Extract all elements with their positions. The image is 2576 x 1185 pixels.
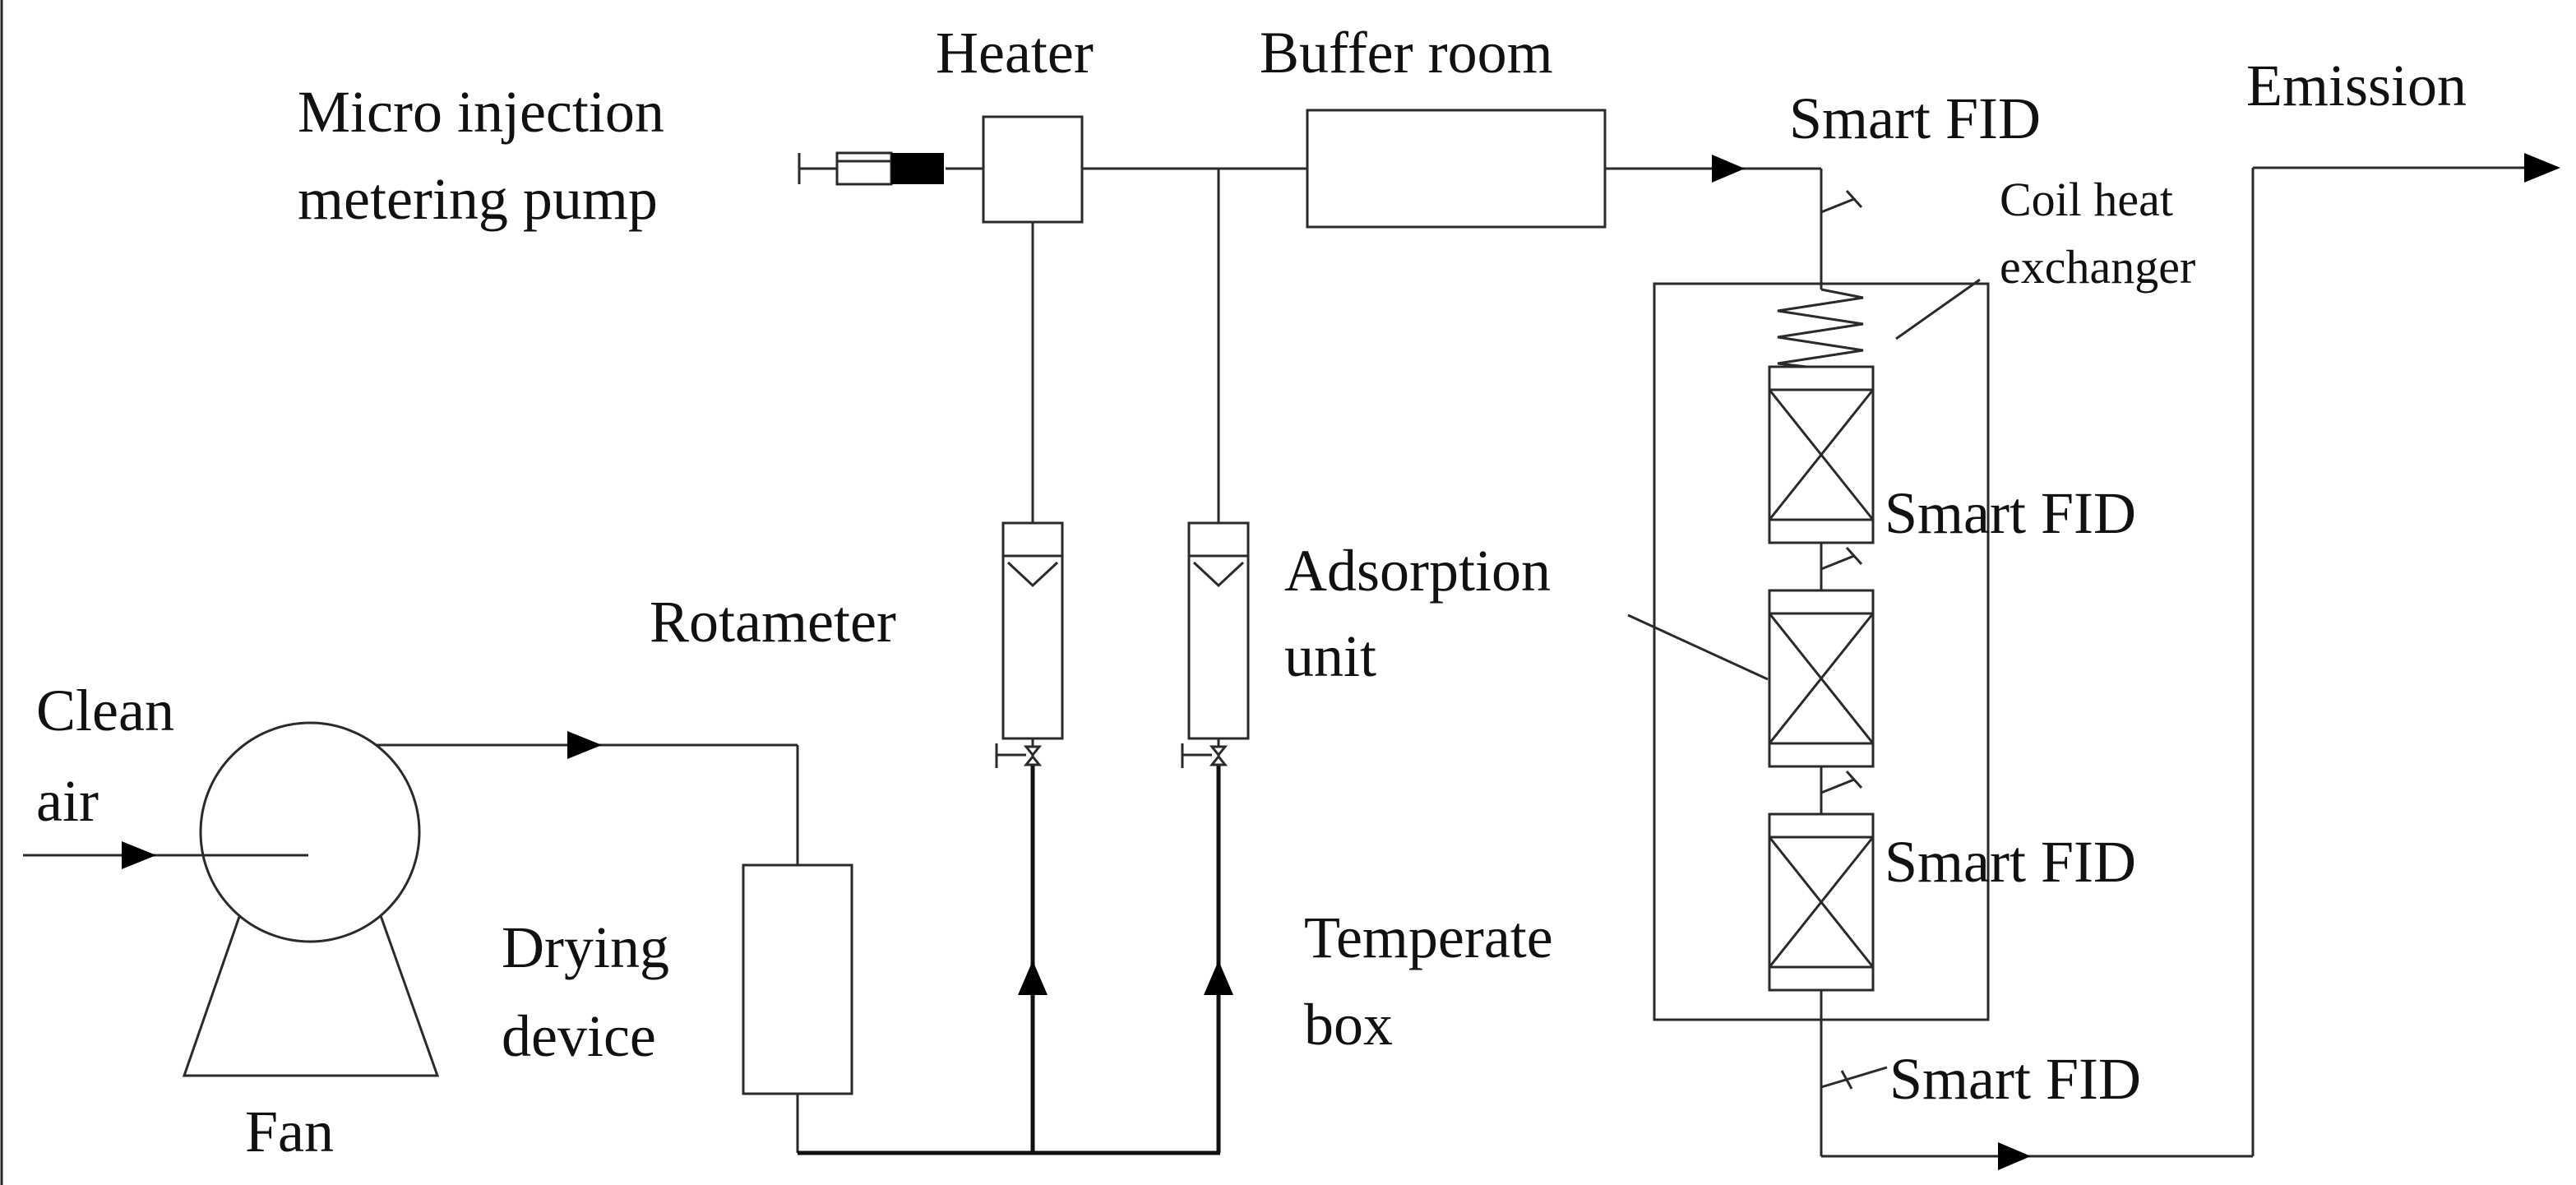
- drying-device-box: [742, 863, 853, 1095]
- arrow-fan-outlet: [567, 731, 602, 759]
- drying-label-line2: device: [502, 1003, 656, 1069]
- coil-heat-label-line1: Coil heat: [2000, 173, 2173, 226]
- rotameter-2: [1181, 521, 1250, 768]
- buffer-room-box: [1306, 109, 1607, 229]
- temperate-label-line1: Temperate: [1304, 905, 1553, 970]
- heater-box: [982, 115, 1084, 224]
- rotameter-1: [995, 521, 1064, 768]
- adsorption-column-2: [1768, 589, 1875, 768]
- arrow-to-smart-fid: [1712, 155, 1745, 183]
- sampling-port-mid-2: [1820, 770, 1863, 794]
- coil-heat-label-line2: exchanger: [2000, 240, 2195, 294]
- sampling-port-mid-1: [1820, 546, 1863, 571]
- clean-air-label-line2: air: [36, 768, 99, 834]
- drying-label-line1: Drying: [502, 914, 669, 980]
- arrow-emission: [2524, 153, 2560, 183]
- fan-icon: [182, 721, 440, 1077]
- coil-heat-exchanger-icon: [1777, 278, 1981, 370]
- temperate-label-line2: box: [1304, 992, 1393, 1058]
- adsorption-column-3: [1768, 812, 1875, 992]
- clean-air-label-line1: Clean: [36, 678, 174, 743]
- pump-plunger: [891, 153, 944, 184]
- syringe-pump-icon: [798, 151, 944, 186]
- smart-fid-2-label: Smart FID: [1885, 829, 2136, 895]
- arrow-bottom-right: [1998, 1142, 2031, 1170]
- smart-fid-1-label: Smart FID: [1885, 480, 2136, 546]
- arrow-up-rotameter1: [1018, 960, 1048, 995]
- pump-label-line2: metering pump: [298, 166, 658, 232]
- heater-label: Heater: [936, 20, 1094, 86]
- smart-fid-bottom-label: Smart FID: [1889, 1046, 2141, 1112]
- emission-label: Emission: [2246, 53, 2467, 118]
- adsorption-label-line1: Adsorption: [1284, 538, 1551, 604]
- sampling-port-top: [1820, 189, 1863, 214]
- adsorption-column-1: [1768, 365, 1875, 544]
- adsorption-label-line2: unit: [1284, 623, 1376, 689]
- buffer-room-label: Buffer room: [1260, 20, 1553, 86]
- arrow-clean-air: [122, 841, 156, 869]
- rotameter-label: Rotameter: [650, 589, 896, 655]
- fan-label: Fan: [245, 1099, 334, 1164]
- arrow-up-rotameter2: [1204, 960, 1233, 995]
- pump-label-line1: Micro injection: [298, 79, 664, 145]
- sampling-port-bottom: [1820, 1066, 1888, 1090]
- smart-fid-top-label: Smart FID: [1789, 86, 2041, 151]
- adsorption-leader-line: [1627, 613, 1769, 681]
